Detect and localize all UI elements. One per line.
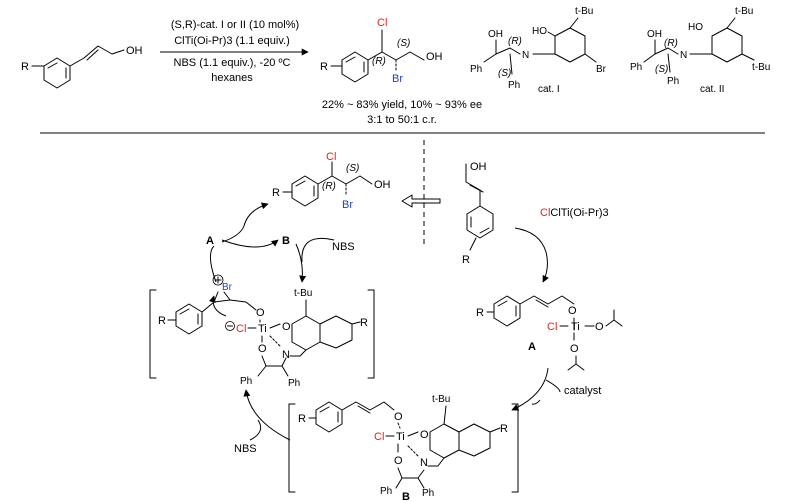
chloro-label: Cl xyxy=(547,321,557,333)
catalyst-1-label: cat. I xyxy=(538,84,560,95)
yield-ee-text: 22% ~ 83% yield, 10% ~ 93% ee xyxy=(322,99,482,111)
r-group-label-2: R xyxy=(360,317,368,329)
condition-titanium: ClTi(Oi-Pr)3 (1.1 equiv.) xyxy=(174,35,290,47)
hydroxyl-label: OH xyxy=(426,51,443,63)
r-group-label: R xyxy=(320,61,328,73)
oxygen-label: O xyxy=(394,411,403,423)
oxygen-label-2: O xyxy=(282,321,291,333)
label-b-release: B xyxy=(282,235,290,247)
stereo-r-label: (R) xyxy=(508,36,522,47)
retro-arrow xyxy=(401,194,441,208)
condition-nbs: NBS (1.1 equiv.), -20 ºC xyxy=(174,57,291,69)
imine-n-label: N xyxy=(522,50,529,61)
nbs-label-top: NBS xyxy=(332,241,355,253)
tbu-label: t-Bu xyxy=(294,288,312,299)
r-group-label: R xyxy=(158,315,166,327)
titanium-label: Ti xyxy=(396,431,405,443)
stereo-s-label: (S) xyxy=(498,68,511,79)
r-group-label: R xyxy=(272,187,280,199)
tbu-label: t-Bu xyxy=(735,6,753,17)
bromonium-label: Br xyxy=(222,282,233,293)
titanium-label: Ti xyxy=(258,323,267,335)
cycle-product: R Cl Br (R) (S) OH xyxy=(272,151,391,211)
condition-solvent: hexanes xyxy=(211,72,253,84)
bromo-label: Br xyxy=(342,199,353,211)
oxygen-label-2: O xyxy=(595,321,604,333)
r-group-label: R xyxy=(298,413,306,425)
condition-catalyst: (S,R)-cat. I or II (10 mol%) xyxy=(171,19,299,31)
phenyl-label-2: Ph xyxy=(630,62,642,73)
catalyst-label: catalyst xyxy=(564,385,601,397)
imine-n-label: N xyxy=(420,457,428,469)
tbu-label: t-Bu xyxy=(575,6,593,17)
stereo-s-label: (S) xyxy=(397,38,410,49)
label-a: A xyxy=(528,341,536,353)
catalyst-1-structure: t-Bu HO Br N OH (R) (S) Ph Ph cat. I xyxy=(470,6,607,95)
chloro-label: Cl xyxy=(326,151,336,163)
phenol-label: HO xyxy=(532,26,547,37)
oxygen-label-3: O xyxy=(570,343,579,355)
titanium-reagent: ClClTi(Oi-Pr)3 xyxy=(514,207,609,283)
results-summary: 22% ~ 83% yield, 10% ~ 93% ee 3:1 to 50:… xyxy=(322,99,482,126)
stereo-s-label: (S) xyxy=(346,163,359,174)
oxygen-label: O xyxy=(256,307,265,319)
starting-material-cinnamyl-alcohol: R OH xyxy=(21,45,143,89)
phenyl-label-2: Ph xyxy=(288,378,300,389)
phenyl-label: Ph xyxy=(380,486,392,497)
r-group-label-2: R xyxy=(500,423,508,435)
clti-reagent-label: ClClTi(Oi-Pr)3 xyxy=(540,207,609,219)
hydroxy-label: OH xyxy=(488,29,503,40)
r-group-label: R xyxy=(462,254,470,266)
r-group-label: R xyxy=(476,307,484,319)
hydroxyl-label: OH xyxy=(470,161,487,173)
hydroxy-label: OH xyxy=(647,29,662,40)
stereo-r-label: (R) xyxy=(664,38,678,49)
oxygen-label: O xyxy=(568,305,577,317)
nbs-addition-bottom: NBS xyxy=(234,389,291,455)
release-step: A B xyxy=(206,202,290,283)
phenyl-label: Ph xyxy=(667,76,679,87)
chloro-label: Cl xyxy=(374,431,384,443)
phenyl-label-2: Ph xyxy=(422,488,434,499)
product-chlorobromide: R Cl Br (R) (S) OH xyxy=(320,17,443,85)
bromo-label: Br xyxy=(392,73,403,85)
intermediate-b: R O Cl Ti O t-Bu R N O Ph Ph B xyxy=(288,394,519,502)
label-a-release: A xyxy=(206,235,214,247)
cycle-substrate: OH R xyxy=(462,161,494,266)
r-group-label: R xyxy=(21,61,29,73)
chemoselectivity-text: 3:1 to 50:1 c.r. xyxy=(367,114,437,126)
stereo-r-label: (R) xyxy=(322,181,336,192)
tbu-label: t-Bu xyxy=(432,394,450,405)
catalyst-step: catalyst xyxy=(511,367,601,411)
oxygen-label-3: O xyxy=(394,455,403,467)
nbs-addition-top: NBS xyxy=(295,237,355,283)
phenyl-label: Ph xyxy=(240,376,252,387)
tbu-label-2: t-Bu xyxy=(752,62,770,73)
catalyst-2-label: cat. II xyxy=(700,84,724,95)
bromo-substituent-label: Br xyxy=(596,64,607,75)
phenol-label: HO xyxy=(688,22,703,33)
bromonium-complex: R Br O Cl Ti O t-Bu R N O Ph xyxy=(149,274,375,389)
chloro-label: Cl xyxy=(377,17,387,29)
stereo-r-label: (R) xyxy=(372,56,386,67)
label-b: B xyxy=(402,491,410,502)
imine-n-label: N xyxy=(680,50,687,61)
imine-n-label: N xyxy=(282,349,290,361)
phenyl-label-2: Ph xyxy=(470,64,482,75)
hydroxyl-label: OH xyxy=(374,179,391,191)
intermediate-a: R O Cl Ti O O A xyxy=(476,295,623,371)
chloride-label: Cl xyxy=(236,323,246,335)
oxygen-label-2: O xyxy=(420,429,429,441)
phenyl-label: Ph xyxy=(508,80,520,91)
reaction-conditions: (S,R)-cat. I or II (10 mol%) ClTi(Oi-Pr)… xyxy=(160,19,309,84)
titanium-label: Ti xyxy=(571,321,580,333)
stereo-s-label: (S) xyxy=(655,64,668,75)
cycle-arc-right xyxy=(531,399,541,405)
oxygen-label-3: O xyxy=(258,343,267,355)
nbs-label-bottom: NBS xyxy=(234,443,257,455)
catalyst-2-structure: t-Bu HO t-Bu N OH (R) (S) Ph Ph cat. II xyxy=(630,6,770,95)
hydroxyl-label: OH xyxy=(126,45,143,57)
